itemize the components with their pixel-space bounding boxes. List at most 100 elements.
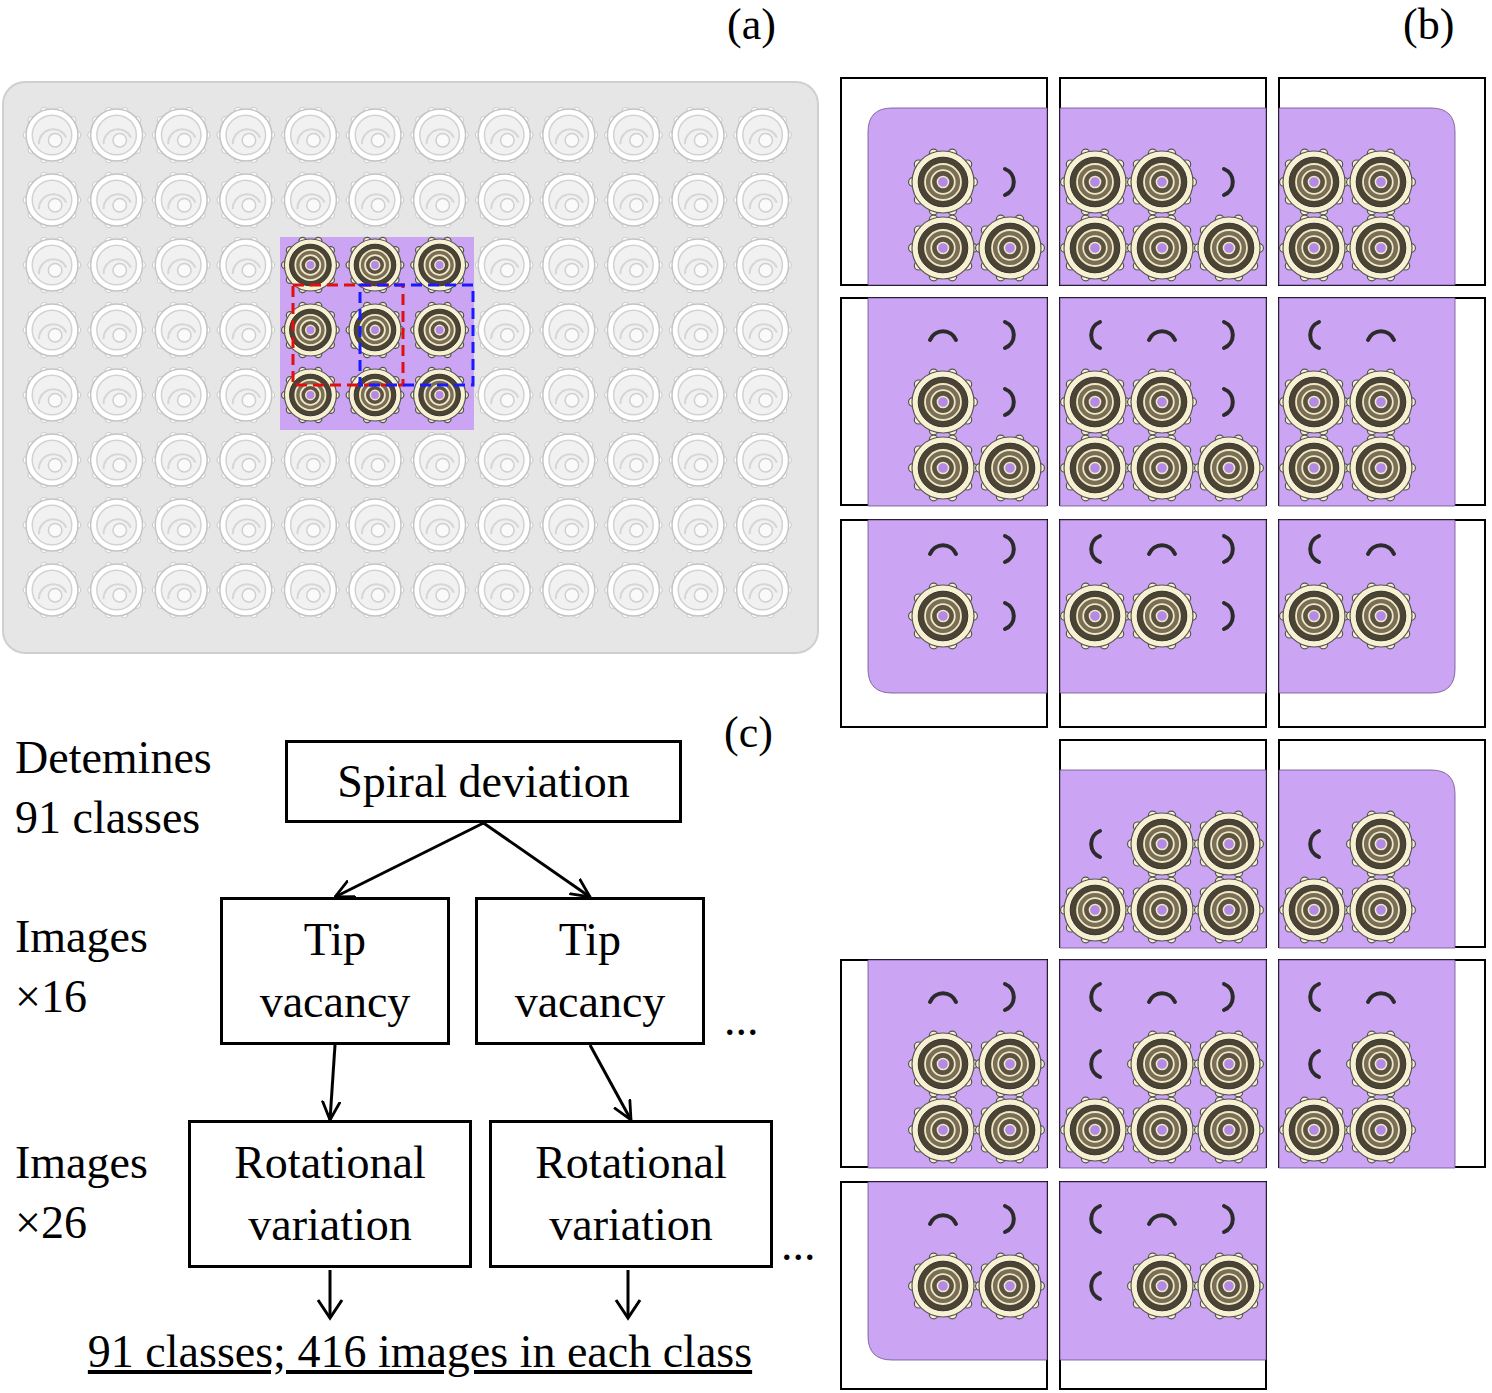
tip-collar — [284, 499, 336, 551]
pipette-tip — [1347, 435, 1416, 501]
tip-collar — [672, 499, 724, 551]
tip-bore — [484, 505, 524, 545]
tip-collar — [26, 174, 78, 226]
tip-ring — [1296, 598, 1332, 634]
tip-hole — [630, 133, 644, 147]
tip-collar — [912, 585, 974, 647]
empty-tip — [605, 562, 663, 617]
tip-collar — [220, 109, 272, 161]
tip-hole — [48, 588, 62, 602]
tip-collar — [1131, 813, 1193, 875]
tip-collar — [220, 304, 272, 356]
empty-tip — [669, 107, 727, 162]
rack-plate — [3, 82, 818, 653]
empty-tip — [23, 432, 81, 487]
tip-collar — [543, 434, 595, 486]
empty-tip — [152, 172, 210, 227]
tip-bore — [678, 115, 718, 155]
tip-hole — [630, 198, 644, 212]
tip-hole — [306, 260, 315, 269]
bottom-arrow — [616, 1270, 640, 1318]
tip-collar — [1350, 437, 1412, 499]
tip-hole — [1089, 462, 1100, 473]
tip-bore — [985, 223, 1035, 273]
tip-ring — [1144, 384, 1180, 420]
tip-hole — [113, 458, 127, 472]
tip-collar — [543, 174, 595, 226]
tip-hole — [48, 458, 62, 472]
tip-bore — [1289, 443, 1339, 493]
empty-tip — [152, 237, 210, 292]
tip-ring — [295, 315, 325, 345]
tip-bore — [355, 570, 395, 610]
tip-bore — [743, 505, 783, 545]
tip-hole — [242, 133, 256, 147]
image-frame — [841, 78, 1047, 285]
tip-hole — [565, 458, 579, 472]
vacancy-mark — [1149, 331, 1175, 340]
empty-tip — [669, 432, 727, 487]
empty-tip — [88, 172, 146, 227]
tip-region — [280, 237, 474, 430]
empty-tip — [411, 497, 469, 552]
tip-collar — [1198, 217, 1260, 279]
tip-collar — [220, 174, 272, 226]
tip-collar — [478, 499, 530, 551]
tip-ring — [1077, 384, 1113, 420]
tip-bore — [291, 505, 331, 545]
tip-hole — [306, 325, 315, 334]
tip-hole — [1308, 462, 1319, 473]
tip-bore — [743, 310, 783, 350]
empty-tip — [346, 432, 404, 487]
tip-bore — [549, 310, 589, 350]
empty-tip — [23, 302, 81, 357]
tip-ring — [1144, 598, 1180, 634]
tip-hole — [1375, 242, 1386, 253]
vacancy-mark — [1149, 545, 1175, 554]
tip-collar — [478, 304, 530, 356]
tip-ring — [1083, 604, 1107, 628]
tip-collar — [414, 434, 466, 486]
tip-bore — [918, 443, 968, 493]
tip-hole — [436, 133, 450, 147]
empty-tip — [217, 432, 275, 487]
tip-hole — [759, 328, 773, 342]
tip-hole — [371, 588, 385, 602]
tip-collar — [91, 369, 143, 421]
empty-tip — [88, 107, 146, 162]
tip-bore — [678, 375, 718, 415]
tip-collar — [349, 239, 401, 291]
tip-bore — [291, 440, 331, 480]
tip-hole — [1089, 610, 1100, 621]
empty-tip — [23, 107, 81, 162]
tip-bore — [614, 440, 654, 480]
tip-hole — [242, 523, 256, 537]
empty-tip — [217, 172, 275, 227]
tip-ring — [925, 450, 961, 486]
tip-collar — [284, 109, 336, 161]
tip-collar — [607, 239, 659, 291]
tip-bore — [97, 375, 137, 415]
tip-bore — [614, 375, 654, 415]
tip-collar — [979, 437, 1041, 499]
tip-collar — [1283, 217, 1345, 279]
tip-collar — [220, 499, 272, 551]
tip-hole — [501, 588, 515, 602]
tip-bore — [1137, 377, 1187, 427]
tip-hole — [565, 523, 579, 537]
tip-collar — [91, 239, 143, 291]
pipette-tip — [909, 583, 978, 649]
tip-region — [868, 298, 1047, 506]
empty-tip — [346, 107, 404, 162]
tip-bore — [1289, 377, 1339, 427]
empty-tip — [540, 562, 598, 617]
tip-hole — [178, 328, 192, 342]
empty-tip — [475, 562, 533, 617]
tip-collar — [1131, 151, 1193, 213]
tip-bore — [743, 245, 783, 285]
tip-hole — [630, 263, 644, 277]
empty-tip — [605, 302, 663, 357]
tip-hole — [565, 133, 579, 147]
tip-bore — [420, 570, 460, 610]
tip-collar — [478, 369, 530, 421]
